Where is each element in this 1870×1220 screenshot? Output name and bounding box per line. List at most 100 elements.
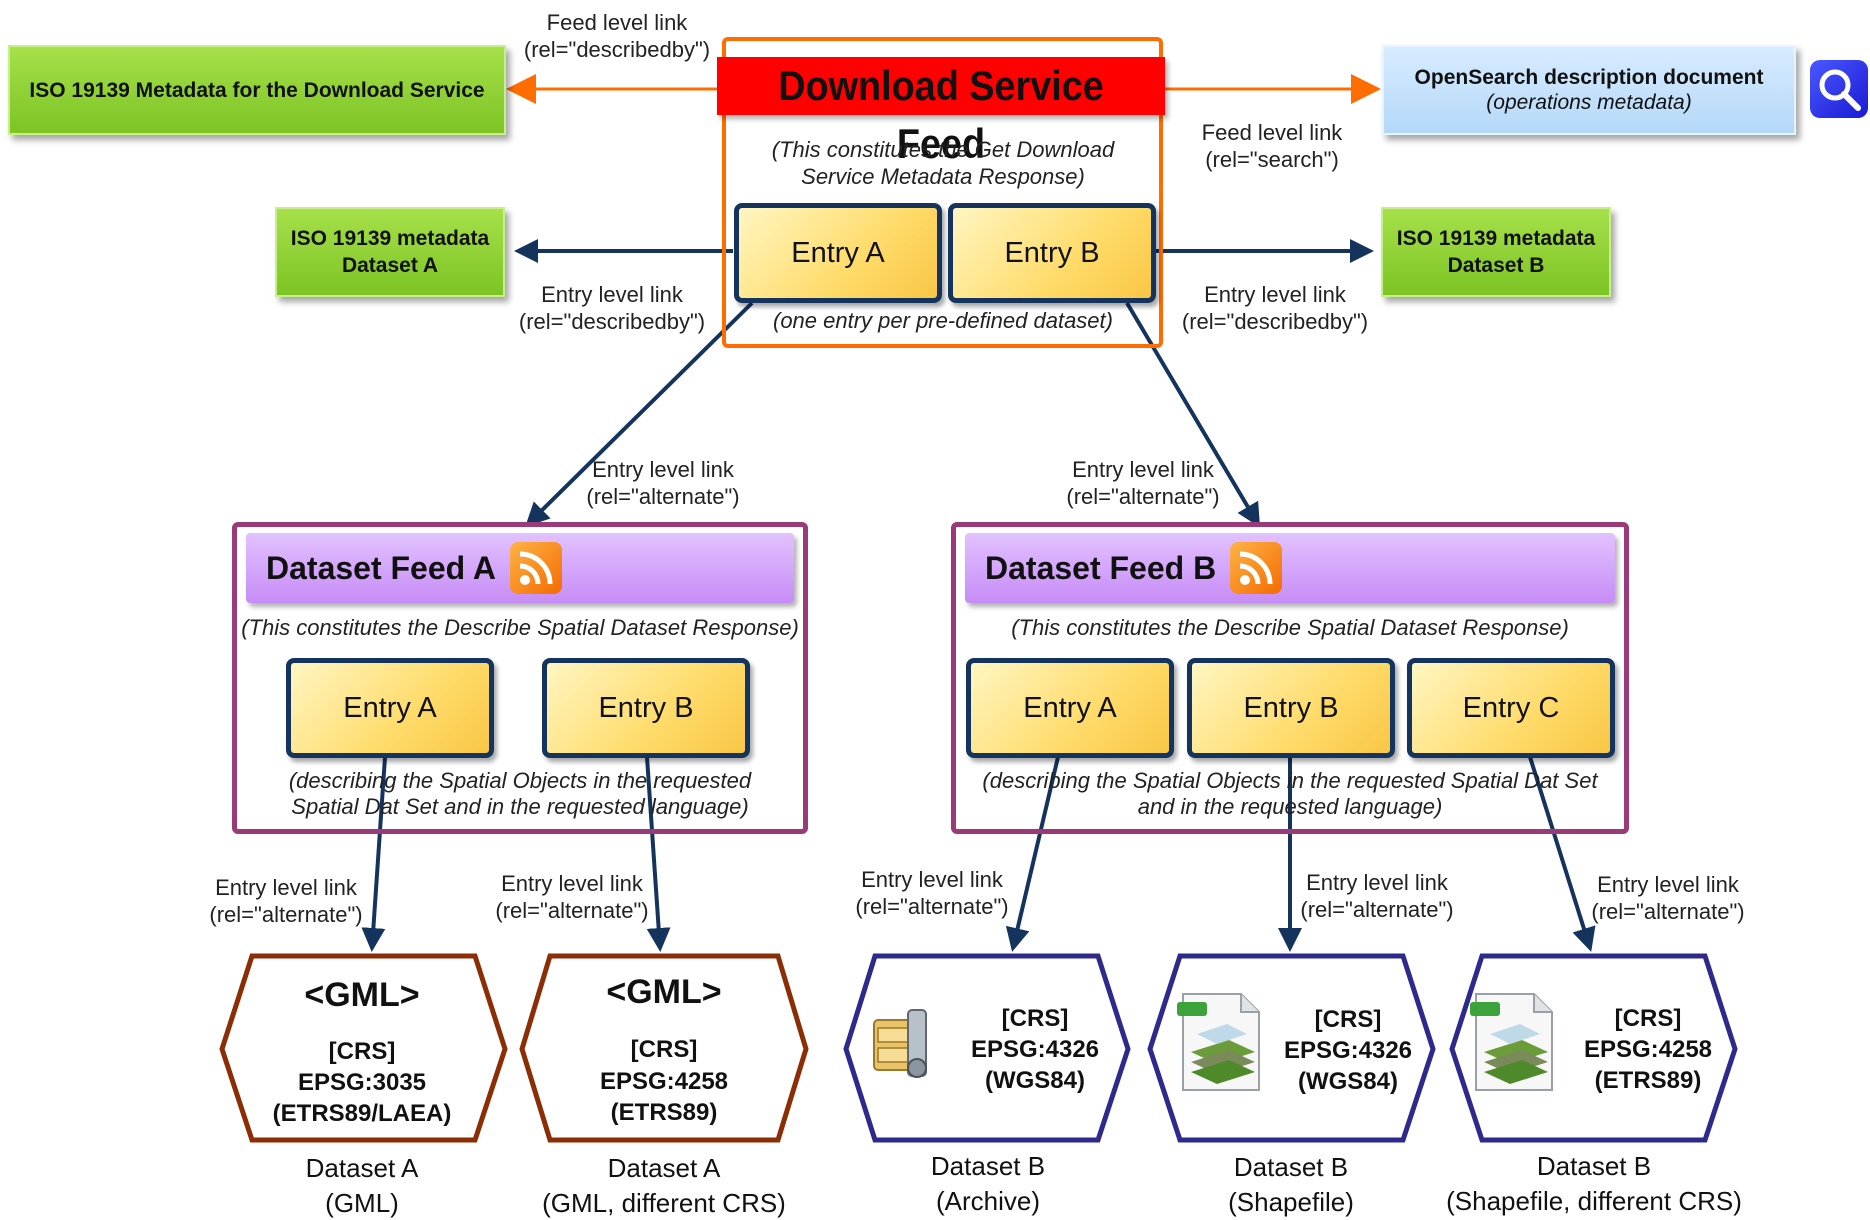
arrow-to-feed-a [525,301,754,527]
alt-a2-label-2: (rel="alternate") [495,898,649,923]
dataset-5-datum: (ETRS89) [1594,1067,1702,1094]
metadata-dataset-a-box[interactable]: ISO 19139 metadata Dataset A [275,207,505,297]
metadata-dataset-b-box[interactable]: ISO 19139 metadata Dataset B [1381,207,1611,297]
entry-describedby-a-label-1: Entry level link [541,282,683,307]
feed-b-entry-c[interactable]: Entry C [1407,658,1615,758]
dataset-2-code: EPSG:4258 [599,1068,729,1095]
dataset-feed-a-note: (This constitutes the Describe Spatial D… [241,615,799,640]
metadata-a-line1: ISO 19139 metadata [290,227,490,250]
dataset-feed-a-frame [232,522,808,834]
dataset-1-name: Dataset A [305,1153,419,1183]
shapefile-icon [1175,990,1267,1094]
main-feed-note-2: Service Metadata Response) [801,164,1085,189]
download-service-feed-title-bar [717,57,1165,115]
archive-glyph [873,1009,927,1078]
dataset-hexagon-1 [219,953,508,1143]
gml-icon: <GML> [304,976,420,1014]
feed-b-entry-a[interactable]: Entry A [966,658,1174,758]
dataset-2-datum: (ETRS89) [610,1099,718,1126]
alt-a2-label-1: Entry level link [501,871,643,896]
main-entry-a[interactable]: Entry A [734,203,942,303]
dataset-3-datum: (WGS84) [984,1067,1085,1094]
feed-b-desc-1: (describing the Spatial Objects in the r… [982,768,1598,793]
dataset-5-code: EPSG:4258 [1583,1036,1713,1063]
opensearch-label-2: (operations metadata) [1486,91,1692,114]
dataset-2-format: (GML, different CRS) [542,1188,786,1218]
feed-a-desc-1: (describing the Spatial Objects in the r… [288,768,752,793]
feed-describedby-label-2: (rel="describedby") [523,37,711,62]
dataset-1-format: (GML) [325,1188,399,1218]
opensearch-box[interactable]: OpenSearch description document (operati… [1382,45,1796,135]
alt-b2-label-2: (rel="alternate") [1300,897,1454,922]
dataset-4-name: Dataset B [1233,1152,1349,1182]
dataset-feed-a-header: Dataset Feed A [246,533,794,603]
feed-a-entry-b[interactable]: Entry B [542,658,750,758]
main-feed-note-1: (This constitutes the Get Download [771,137,1115,162]
alt-b3-label-2: (rel="alternate") [1591,899,1745,924]
dataset-4-datum: (WGS84) [1297,1068,1398,1095]
dataset-2-crs: [CRS] [630,1036,698,1063]
dataset-4-code: EPSG:4326 [1283,1037,1413,1064]
arrow-to-dataset-1 [361,756,387,952]
service-metadata-box[interactable]: ISO 19139 Metadata for the Download Serv… [8,45,506,135]
download-service-feed-title: Download Service Feed [778,62,1104,167]
opensearch-label-1: OpenSearch description document [1414,66,1764,89]
gml-icon: <GML> [606,973,722,1011]
entry-describedby-b-label-2: (rel="describedby") [1181,309,1369,334]
dataset-3-crs: [CRS] [1001,1005,1069,1032]
dataset-feed-a-title: Dataset Feed A [266,549,496,586]
shapefile-glyph [1177,993,1260,1091]
feed-search-label-2: (rel="search") [1205,147,1339,172]
alt-b1-label-1: Entry level link [861,867,1003,892]
dataset-4-format: (Shapefile) [1228,1187,1354,1217]
feed-a-desc-2: Spatial Dat Set and in the requested lan… [291,794,749,819]
dataset-feed-b-note: (This constitutes the Describe Spatial D… [1011,615,1569,640]
metadata-b-line1: ISO 19139 metadata [1396,227,1596,250]
rss-icon[interactable] [510,542,562,594]
alt-b3-label-1: Entry level link [1597,872,1739,897]
feed-b-desc-2: and in the requested language) [1137,794,1443,819]
dataset-5-format: (Shapefile, different CRS) [1446,1186,1742,1216]
entry-describedby-b-label-1: Entry level link [1204,282,1346,307]
service-metadata-label: ISO 19139 Metadata for the Download Serv… [29,78,485,102]
alternate-a-label-1: Entry level link [592,457,734,482]
dataset-hexagon-3 [843,953,1131,1143]
dataset-1-crs: [CRS] [328,1038,396,1065]
dataset-1-code: EPSG:3035 [297,1069,427,1096]
alternate-a-label-2: (rel="alternate") [586,484,740,509]
dataset-1-datum: (ETRS89/LAEA) [272,1100,452,1127]
alt-b2-label-1: Entry level link [1306,870,1448,895]
arrow-to-feed-b [1125,301,1261,528]
feed-describedby-label-1: Feed level link [546,10,688,35]
alternate-b-label-1: Entry level link [1072,457,1214,482]
shapefile-glyph [1470,993,1553,1091]
archive-icon [868,1006,948,1084]
dataset-hexagon-2 [519,953,809,1143]
alt-a1-label-2: (rel="alternate") [209,902,363,927]
arrow-to-dataset-2 [645,756,671,952]
dataset-feed-b-frame [951,522,1629,834]
dataset-5-crs: [CRS] [1614,1005,1682,1032]
alt-a1-label-1: Entry level link [215,875,357,900]
dataset-3-format: (Archive) [935,1186,1040,1216]
dataset-feed-b-header: Dataset Feed B [965,533,1615,603]
arrow-to-dataset-5 [1528,756,1596,952]
feed-b-entry-b[interactable]: Entry B [1187,658,1395,758]
main-entry-note: (one entry per pre-defined dataset) [773,308,1113,333]
dataset-5-name: Dataset B [1536,1151,1652,1181]
shapefile-icon [1468,990,1560,1094]
rss-glyph [1239,551,1273,585]
arrow-to-dataset-3 [1005,756,1060,952]
dataset-3-name: Dataset B [930,1151,1046,1181]
rss-icon[interactable] [1230,542,1283,594]
download-service-feed-frame [722,37,1163,348]
rss-glyph [519,551,553,585]
search-icon[interactable] [1810,60,1868,118]
metadata-a-line2: Dataset A [341,254,439,277]
main-entry-b[interactable]: Entry B [948,203,1156,303]
feed-a-entry-a[interactable]: Entry A [286,658,494,758]
alt-b1-label-2: (rel="alternate") [855,894,1009,919]
dataset-3-code: EPSG:4326 [970,1036,1100,1063]
